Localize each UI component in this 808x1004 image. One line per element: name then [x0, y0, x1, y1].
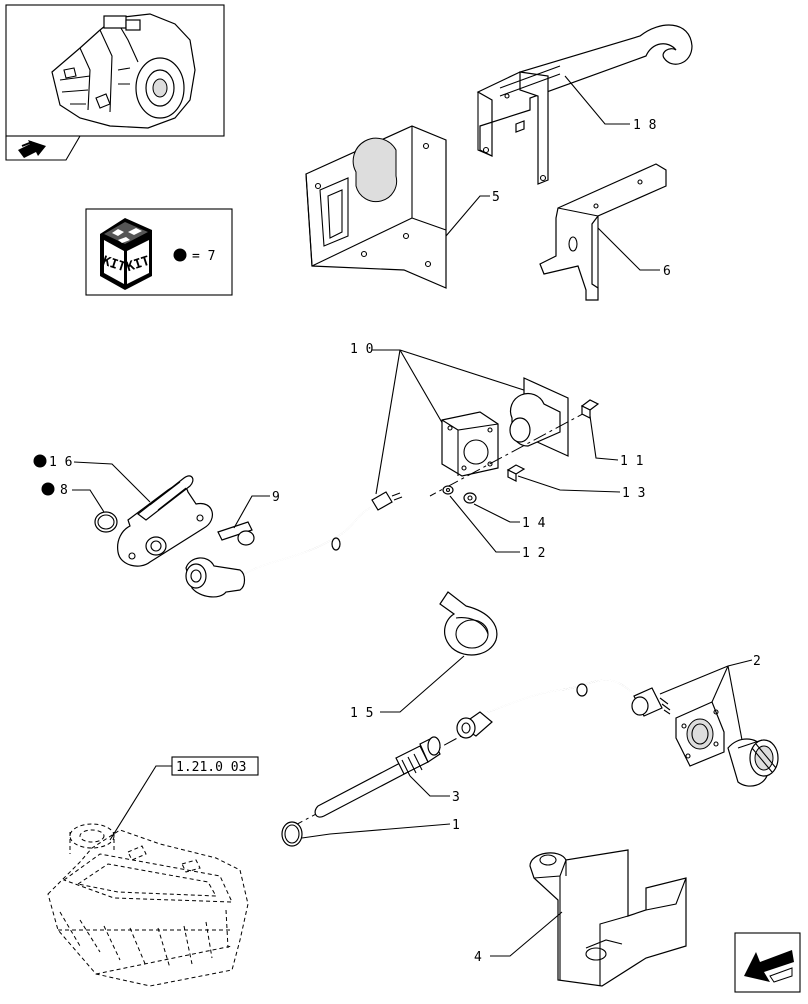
upper-harness-cable[interactable] — [185, 491, 403, 598]
transmission-housing-thumbnail — [51, 13, 196, 129]
thumbnail-frame[interactable] — [5, 4, 225, 161]
part-6-z-bracket[interactable] — [539, 163, 667, 301]
kit-equation: = 7 — [192, 249, 215, 264]
part-9-bolt[interactable] — [217, 521, 255, 546]
callout-8: 8 — [60, 483, 68, 498]
reference-box[interactable]: 1.21.0 03 — [171, 756, 259, 776]
part-4-bracket[interactable] — [529, 849, 687, 987]
page-arrow-icon — [18, 140, 46, 158]
callout-2: 1 — [452, 818, 460, 833]
kit-legend: KIT KIT = 7 — [85, 208, 233, 296]
lower-harness-cable[interactable] — [456, 679, 671, 739]
callout-15: 1 5 — [350, 706, 373, 721]
part-18-hook-bracket[interactable] — [476, 24, 693, 185]
callout-12: 1 2 — [522, 546, 545, 561]
black-dot-icon — [41, 482, 55, 496]
part-15-clamp[interactable] — [439, 591, 498, 656]
part-14-nut[interactable] — [463, 492, 477, 504]
part-3-socket-assembly[interactable] — [675, 701, 779, 787]
callout-1: 3 — [452, 790, 460, 805]
part-2-seal-ring[interactable] — [281, 821, 303, 847]
callout-13: 1 3 — [622, 486, 645, 501]
kit-label-right: KIT — [125, 254, 152, 276]
black-dot-icon — [33, 454, 47, 468]
black-dot-icon — [173, 248, 187, 262]
kit-label-left: KIT — [100, 254, 127, 276]
part-11-screw[interactable] — [580, 399, 600, 419]
callout-16: 1 6 — [49, 455, 72, 470]
part-8-o-ring[interactable] — [94, 511, 118, 533]
nav-tab[interactable] — [5, 135, 81, 161]
part-12-washer[interactable] — [442, 485, 454, 495]
part-16-sensor-flange[interactable] — [117, 475, 213, 567]
callout-4: 4 — [474, 950, 482, 965]
part-5-bracket-plate[interactable] — [305, 125, 447, 289]
callout-5: 5 — [492, 190, 500, 205]
previous-page-button[interactable] — [734, 932, 801, 993]
callout-6: 6 — [663, 264, 671, 279]
kit-cube-icon: KIT KIT — [100, 218, 152, 290]
callout-3: 2 — [753, 654, 761, 669]
callout-18: 1 8 — [633, 118, 656, 133]
callout-14: 1 4 — [522, 516, 546, 531]
part-1-temperature-sensor[interactable] — [314, 736, 441, 818]
callout-10: 1 0 — [350, 342, 373, 357]
part-10-connector-bracket[interactable] — [441, 377, 569, 477]
oil-sump-reference[interactable] — [47, 823, 249, 987]
reference-code: 1.21.0 03 — [176, 760, 246, 775]
previous-page-arrow-icon — [744, 950, 794, 983]
part-13-screw[interactable] — [506, 464, 526, 482]
callout-9: 9 — [272, 490, 280, 505]
callout-11: 1 1 — [620, 454, 643, 469]
